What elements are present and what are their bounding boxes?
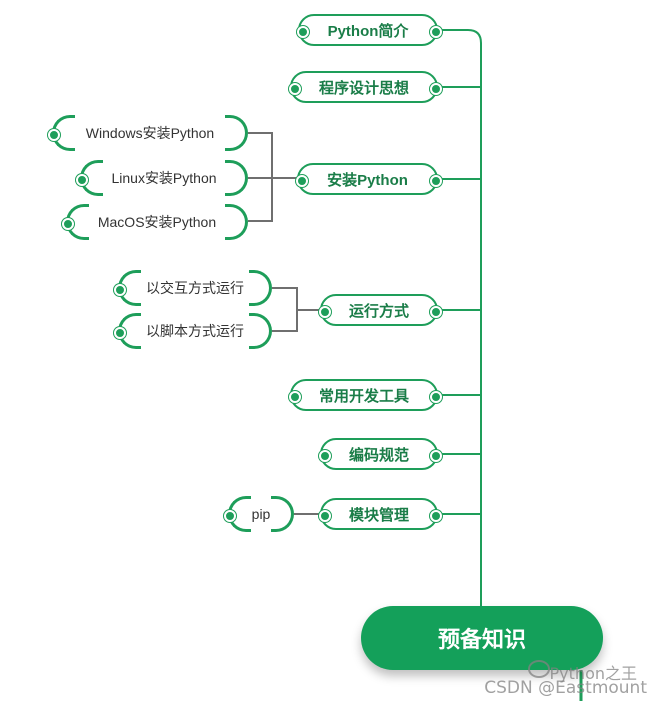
branch-run xyxy=(272,287,320,332)
topic-label: 程序设计思想 xyxy=(318,79,409,97)
node-dot xyxy=(430,83,442,95)
leaf-dot xyxy=(48,129,60,141)
node-dot xyxy=(430,306,442,318)
leaf-windows-install[interactable]: Windows安装Python xyxy=(52,115,248,151)
leaf-label: 以交互方式运行 xyxy=(146,280,244,296)
leaf-dot xyxy=(114,327,126,339)
node-dot xyxy=(430,510,442,522)
node-dot xyxy=(430,450,442,462)
leaf-dot xyxy=(114,284,126,296)
leaf-label: Windows安装Python xyxy=(85,125,215,141)
leaf-macos-install[interactable]: MacOS安装Python xyxy=(66,204,248,240)
node-dot xyxy=(430,26,442,38)
topic-design-thinking[interactable]: 程序设计思想 xyxy=(290,71,438,103)
node-dot xyxy=(289,83,301,95)
leaf-dot xyxy=(76,174,88,186)
node-dot xyxy=(430,391,442,403)
node-dot xyxy=(319,450,331,462)
topic-label: 模块管理 xyxy=(348,506,409,524)
node-dot xyxy=(296,175,308,187)
leaf-run-script[interactable]: 以脚本方式运行 xyxy=(118,313,272,349)
wechat-icon xyxy=(528,660,550,678)
spine-line xyxy=(440,29,482,608)
leaf-linux-install[interactable]: Linux安装Python xyxy=(80,160,248,196)
topic-module-management[interactable]: 模块管理 xyxy=(320,498,438,530)
branch-install xyxy=(248,132,296,222)
topic-install-python[interactable]: 安装Python xyxy=(297,163,438,195)
leaf-run-interactive[interactable]: 以交互方式运行 xyxy=(118,270,272,306)
topic-dev-tools[interactable]: 常用开发工具 xyxy=(290,379,438,411)
leaf-pip[interactable]: pip xyxy=(228,496,294,532)
watermark-wechat: Python之王 xyxy=(549,664,637,683)
leaf-label: 以脚本方式运行 xyxy=(146,323,244,339)
node-dot xyxy=(297,26,309,38)
node-dot xyxy=(430,175,442,187)
topic-label: Python简介 xyxy=(327,22,409,40)
node-dot xyxy=(319,510,331,522)
topic-label: 常用开发工具 xyxy=(318,387,409,405)
topic-python-intro[interactable]: Python简介 xyxy=(298,14,438,46)
topic-run-mode[interactable]: 运行方式 xyxy=(320,294,438,326)
leaf-label: MacOS安装Python xyxy=(97,214,217,230)
topic-coding-style[interactable]: 编码规范 xyxy=(320,438,438,470)
watermark-csdn: CSDN @Eastmount xyxy=(484,678,647,698)
topic-label: 运行方式 xyxy=(348,302,409,320)
leaf-label: Linux安装Python xyxy=(111,170,217,186)
leaf-label: pip xyxy=(251,506,271,522)
topic-label: 编码规范 xyxy=(348,446,409,464)
root-label: 预备知识 xyxy=(437,627,526,652)
node-dot xyxy=(289,391,301,403)
leaf-dot xyxy=(224,510,236,522)
topic-label: 安装Python xyxy=(327,171,408,189)
root-node[interactable]: 预备知识 xyxy=(361,606,603,670)
node-dot xyxy=(319,306,331,318)
leaf-dot xyxy=(62,218,74,230)
